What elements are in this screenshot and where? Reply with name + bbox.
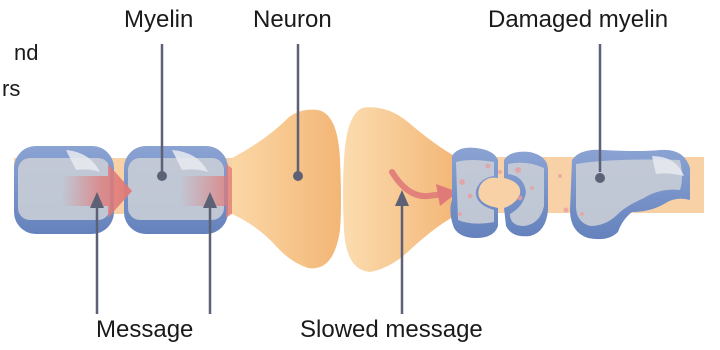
neuron-left-cone [232, 110, 341, 269]
label-neuron: Neuron [253, 8, 332, 32]
cutoff-text-line-1: nd [14, 42, 38, 64]
label-message: Message [96, 318, 193, 342]
pointer-dot-damaged [595, 173, 605, 183]
label-damaged-myelin: Damaged myelin [488, 8, 668, 32]
label-myelin: Myelin [124, 8, 193, 32]
pointer-dot-myelin [157, 171, 167, 181]
damaged-myelin-segment-3 [570, 150, 690, 239]
label-slowed-message: Slowed message [300, 318, 483, 342]
cutoff-text-line-2: rs [2, 78, 20, 100]
pointer-dot-neuron [293, 171, 303, 181]
